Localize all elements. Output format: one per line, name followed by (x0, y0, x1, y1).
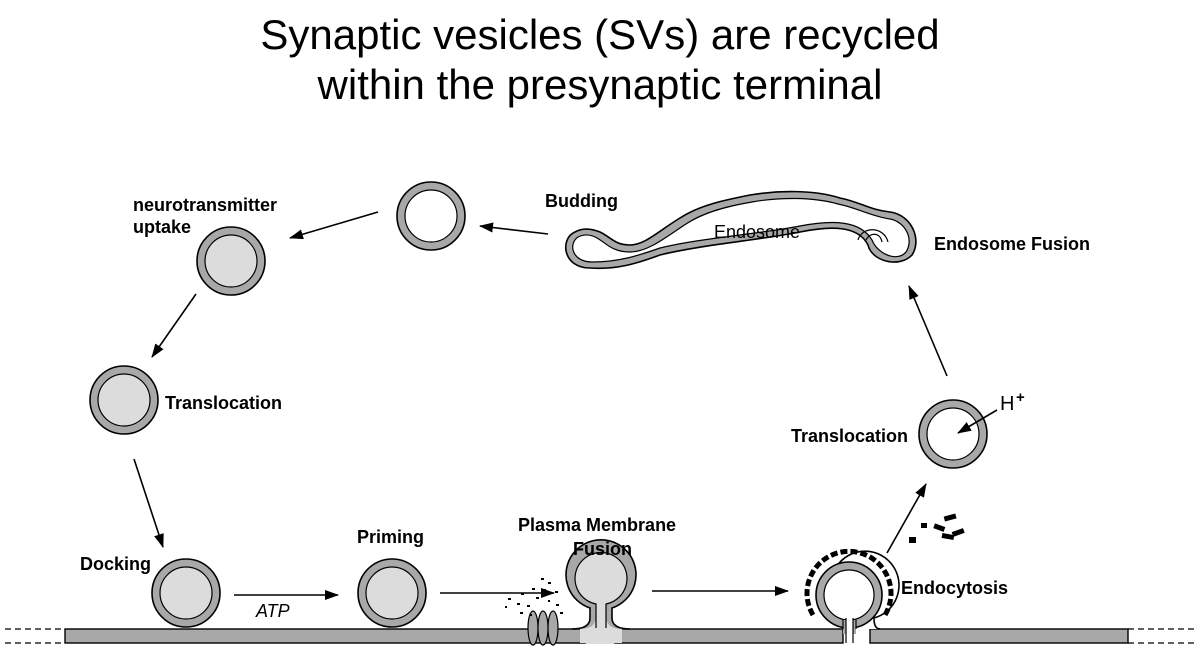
vesicle-budding (396, 181, 466, 251)
diagram-title: Synaptic vesicles (SVs) are recycled wit… (0, 10, 1200, 110)
label-endosome-fusion: Endosome Fusion (934, 234, 1090, 254)
arrow-proton-into-vesicle (957, 409, 998, 434)
vesicle-translocation-left (89, 365, 159, 435)
vesicle-uptake (196, 226, 266, 296)
label-endocytosis: Endocytosis (901, 578, 1008, 598)
label-priming: Priming (357, 527, 424, 547)
label-uptake: uptake (133, 217, 191, 237)
fusion-proteins (527, 610, 559, 646)
vesicle-translocation-right (918, 399, 988, 469)
endocytosis-vesicle (804, 548, 900, 644)
coat-fragments (909, 513, 965, 543)
label-translocation-right: Translocation (791, 426, 908, 446)
arrow-translocation-to-endosome (908, 285, 948, 377)
label-translocation-left: Translocation (165, 393, 282, 413)
plasma-membrane (5, 628, 1195, 644)
label-atp: ATP (255, 601, 290, 621)
arrow-endocytosis-to-translocation (886, 483, 927, 554)
arrow-translocation-to-docking (133, 458, 164, 548)
label-fusion: Fusion (573, 539, 632, 559)
label-endosome: Endosome (714, 222, 800, 242)
arrow-uptake-to-translocation (151, 293, 197, 358)
endosome (565, 190, 917, 270)
fusion-pore-vesicle (565, 539, 637, 644)
title-line-1: Synaptic vesicles (SVs) are recycled (260, 11, 940, 58)
label-proton: H (1000, 393, 1014, 415)
vesicle-priming (357, 558, 427, 628)
label-budding: Budding (545, 191, 618, 211)
title-line-2: within the presynaptic terminal (317, 61, 883, 108)
neurotransmitter-release (505, 578, 563, 616)
label-plasma-membrane: Plasma Membrane (518, 515, 676, 535)
label-neurotransmitter: neurotransmitter (133, 195, 277, 215)
label-proton-charge: + (1016, 389, 1025, 406)
arrow-endosome-to-budding (479, 222, 549, 235)
vesicle-docking (151, 558, 221, 628)
label-docking: Docking (80, 554, 151, 574)
arrow-budding-to-uptake (289, 211, 379, 240)
